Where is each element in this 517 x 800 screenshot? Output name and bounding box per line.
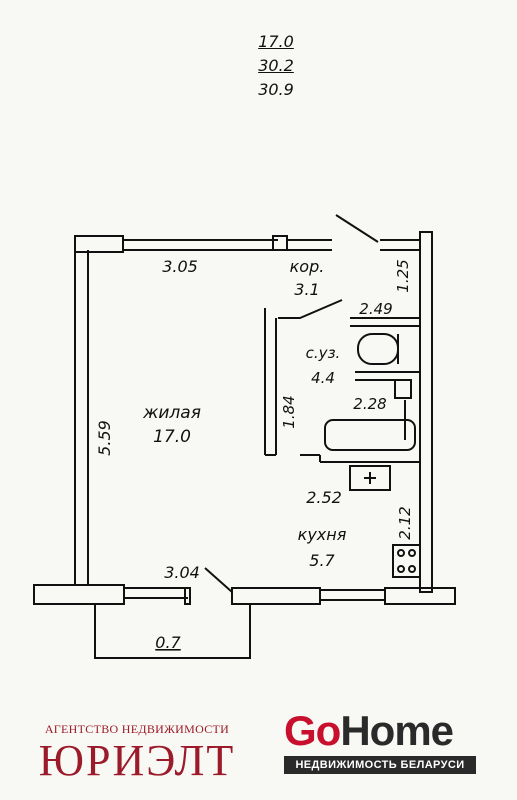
living-room-area: 17.0 bbox=[153, 427, 191, 447]
stove-icon bbox=[392, 544, 421, 578]
agency-logo: АГЕНТСТВО НЕДВИЖИМОСТИ ЮРИЭЛТ bbox=[22, 722, 252, 785]
toilet-icon bbox=[357, 333, 399, 365]
bathroom-door bbox=[278, 299, 343, 319]
sink-icon bbox=[349, 465, 391, 491]
living-room-name: жилая bbox=[142, 403, 201, 423]
dim-kitchen-right: 2.12 bbox=[396, 506, 414, 539]
corridor-area: 3.1 bbox=[294, 280, 319, 299]
area-summary: 17.0 30.2 30.9 bbox=[236, 30, 316, 102]
bathtub-icon bbox=[324, 419, 416, 451]
right-wall bbox=[419, 231, 433, 593]
dim-balcony: 0.7 bbox=[155, 633, 181, 652]
dim-bath-top: 2.49 bbox=[359, 300, 392, 318]
entry-door-leaf bbox=[335, 214, 379, 243]
dim-left-wall: 5.59 bbox=[95, 420, 114, 456]
dim-bottom-wall: 3.04 bbox=[164, 563, 200, 582]
dim-kitchen-top: 2.52 bbox=[306, 488, 342, 507]
logo-home: Home bbox=[340, 707, 454, 754]
bathroom-name: с.уз. bbox=[306, 344, 341, 362]
agency-name: ЮРИЭЛТ bbox=[38, 736, 236, 785]
dim-bath-inner: 2.28 bbox=[353, 395, 386, 413]
gohome-tagline: НЕДВИЖИМОСТЬ БЕЛАРУСИ bbox=[284, 756, 476, 774]
total-area-with-balcony: 30.9 bbox=[258, 80, 294, 99]
bathroom-area: 4.4 bbox=[311, 369, 335, 387]
agency-subtitle: АГЕНТСТВО НЕДВИЖИМОСТИ bbox=[44, 722, 230, 736]
top-pillar bbox=[272, 235, 288, 251]
corridor-name: кор. bbox=[290, 257, 325, 276]
total-area: 30.2 bbox=[258, 56, 294, 75]
living-area-total: 17.0 bbox=[258, 32, 294, 51]
dim-top-wall: 3.05 bbox=[162, 257, 198, 276]
bottom-right-column bbox=[384, 587, 456, 605]
dim-corridor-right: 1.25 bbox=[394, 259, 412, 292]
kitchen-area: 5.7 bbox=[309, 551, 335, 570]
dim-bath-left: 1.84 bbox=[280, 395, 298, 428]
bottom-left-column bbox=[33, 584, 125, 605]
top-left-column bbox=[74, 235, 124, 253]
balcony-outline bbox=[94, 604, 251, 659]
gohome-wordmark: GoHome bbox=[284, 708, 476, 754]
logo-go: Go bbox=[284, 707, 341, 754]
kitchen-name: кухня bbox=[298, 525, 347, 544]
bottom-mid-wall bbox=[231, 587, 321, 605]
gohome-logo: GoHome НЕДВИЖИМОСТЬ БЕЛАРУСИ bbox=[284, 708, 476, 774]
balcony-door-leaf bbox=[204, 567, 233, 593]
